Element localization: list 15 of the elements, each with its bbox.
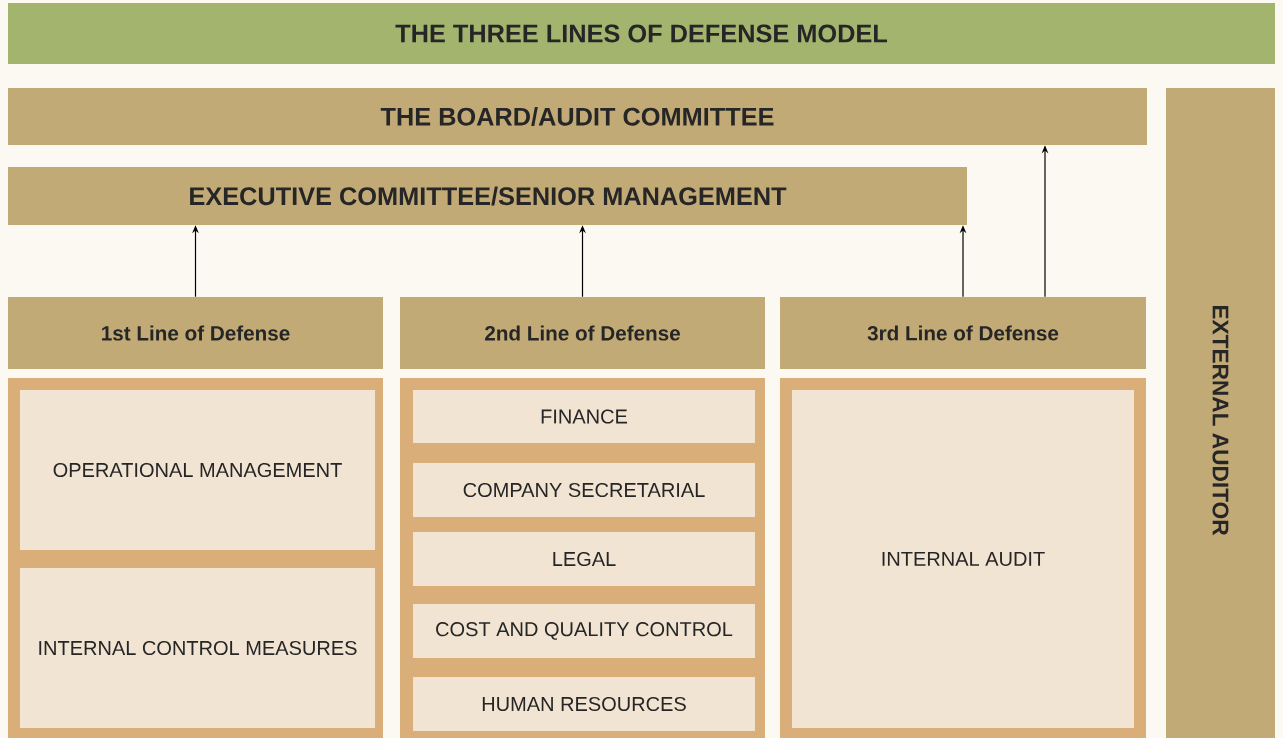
header-box: 1st Line of Defense	[8, 297, 383, 369]
function-box: INTERNAL AUDIT	[792, 390, 1134, 728]
function-box: OPERATIONAL MANAGEMENT	[20, 390, 375, 550]
function-box: COMPANY SECRETARIAL	[413, 463, 755, 517]
function-box: HUMAN RESOURCES	[413, 677, 755, 731]
header-box: 3rd Line of Defense	[780, 297, 1146, 369]
bar: EXECUTIVE COMMITTEE/SENIOR MANAGEMENT	[8, 167, 967, 225]
side-bar: EXTERNAL AUDITOR	[1166, 88, 1275, 738]
function-box: LEGAL	[413, 532, 755, 586]
function-box: INTERNAL CONTROL MEASURES	[20, 568, 375, 728]
function-box: FINANCE	[413, 390, 755, 443]
title-bar: THE THREE LINES OF DEFENSE MODEL	[8, 3, 1275, 64]
bar: THE BOARD/AUDIT COMMITTEE	[8, 88, 1147, 145]
header-box: 2nd Line of Defense	[400, 297, 765, 369]
function-box: COST AND QUALITY CONTROL	[413, 604, 755, 658]
